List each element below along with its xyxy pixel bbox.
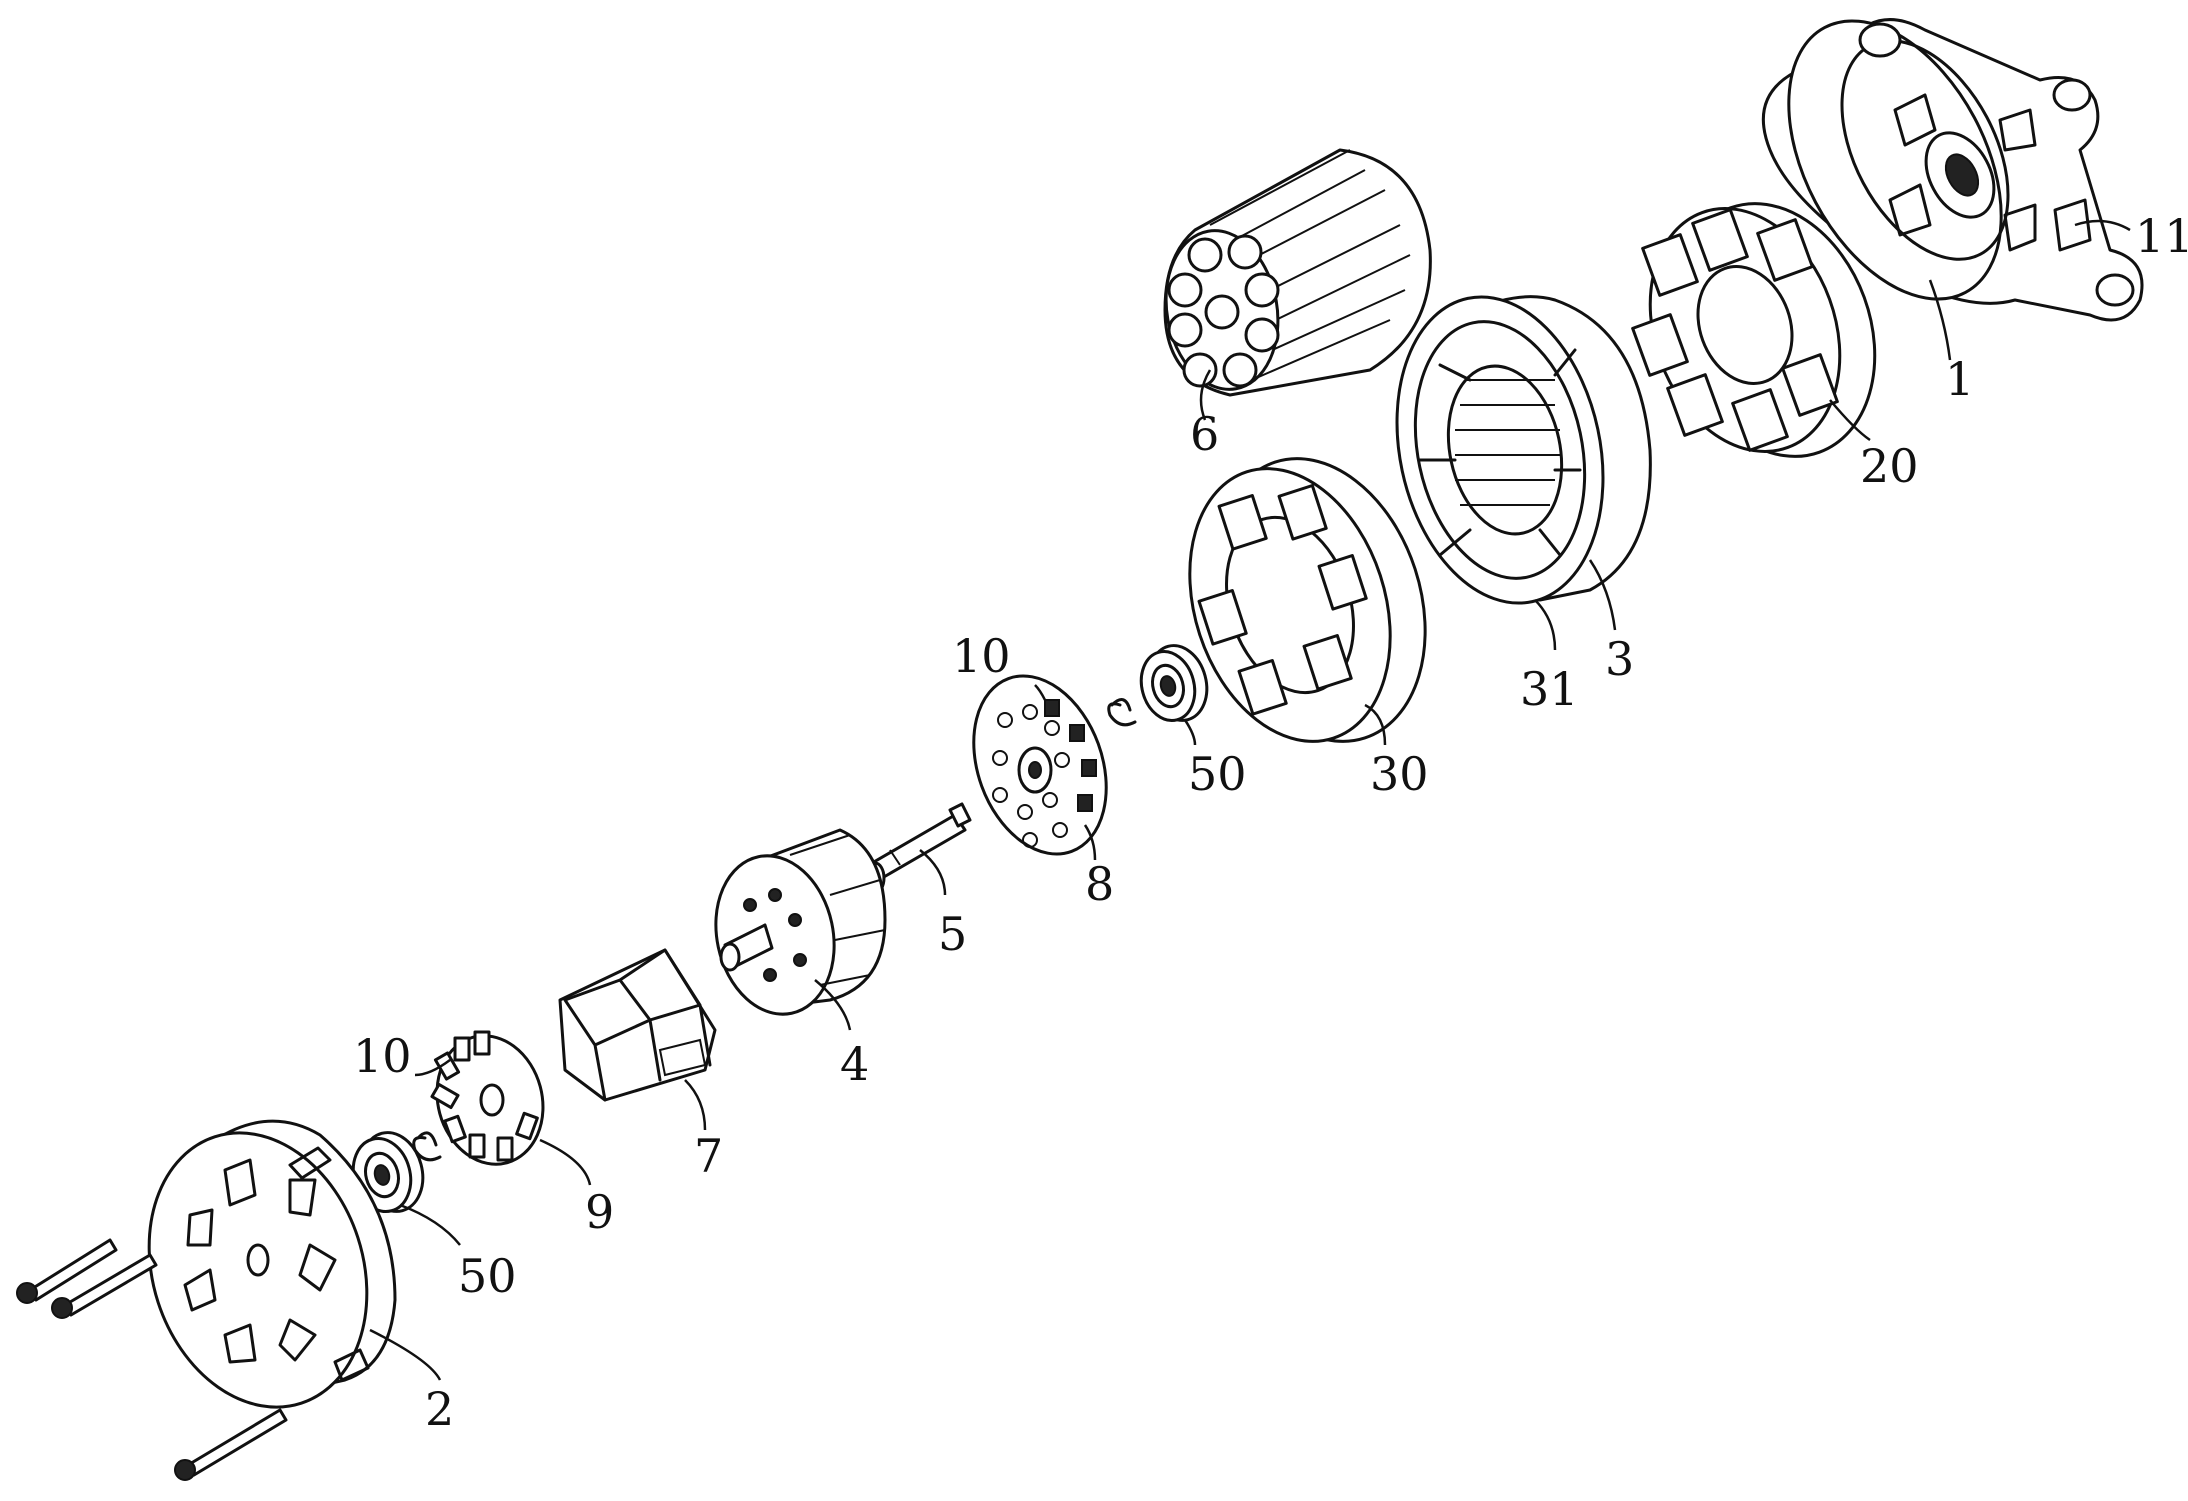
rotor-core-part-4 — [702, 830, 885, 1025]
magnet-sleeve-part-7 — [560, 950, 715, 1100]
callout-3: 3 — [1605, 632, 1634, 686]
callout-50-top: 50 — [1188, 747, 1247, 801]
sensor-disc-part-9 — [423, 1024, 557, 1176]
callout-9: 9 — [585, 1185, 614, 1239]
callout-7: 7 — [694, 1129, 723, 1183]
leader-50-bottom — [400, 1205, 460, 1245]
callout-11: 11 — [2135, 209, 2188, 263]
leader-9 — [540, 1140, 590, 1185]
leader-7 — [685, 1080, 705, 1130]
magnet-rotor-part-6 — [1154, 150, 1430, 398]
leader-50-top — [1185, 720, 1195, 745]
leader-5 — [920, 850, 945, 895]
bearing-part-50-top — [1134, 639, 1215, 727]
callout-50-bottom: 50 — [458, 1249, 517, 1303]
callout-4: 4 — [840, 1037, 869, 1091]
leader-31 — [1535, 600, 1555, 650]
callout-5: 5 — [938, 907, 967, 961]
callout-10-bottom: 10 — [353, 1029, 412, 1083]
callout-20: 20 — [1860, 439, 1919, 493]
callout-1: 1 — [1945, 352, 1974, 406]
callout-31: 31 — [1520, 662, 1579, 716]
screw-3 — [175, 1410, 286, 1480]
callout-30: 30 — [1370, 747, 1429, 801]
snap-ring-top — [1109, 700, 1135, 725]
callout-10-top: 10 — [952, 629, 1011, 683]
screw-2 — [52, 1255, 156, 1318]
callout-2: 2 — [425, 1382, 454, 1436]
callout-6: 6 — [1190, 407, 1219, 461]
callout-8: 8 — [1085, 857, 1114, 911]
